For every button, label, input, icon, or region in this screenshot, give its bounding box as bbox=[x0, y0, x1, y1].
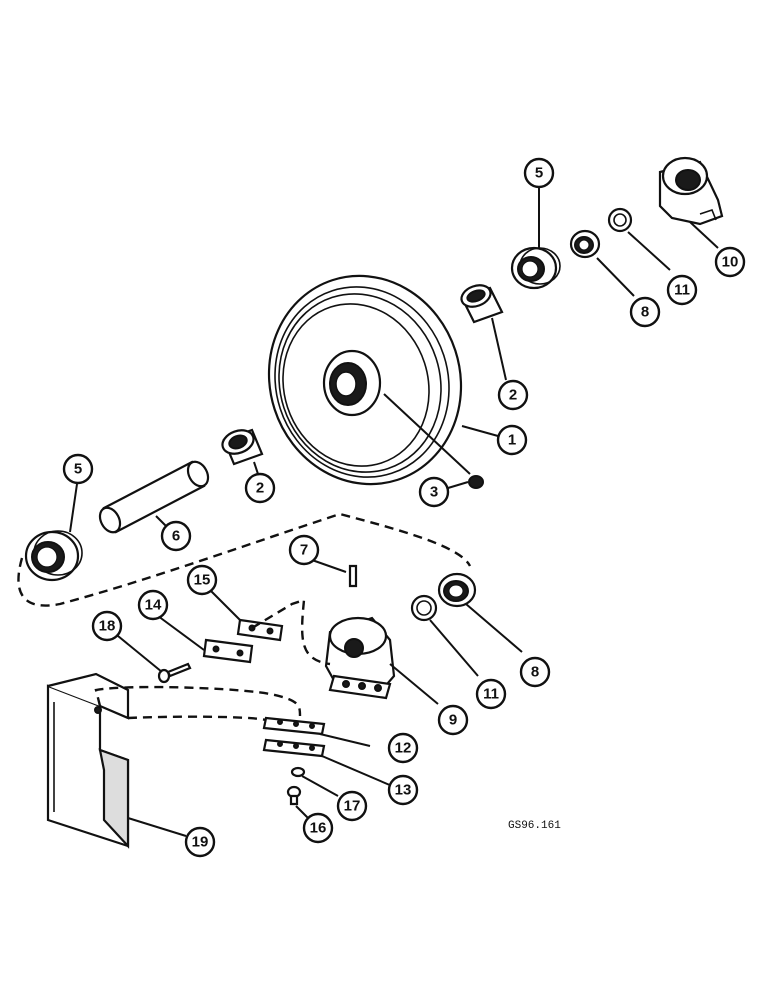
svg-text:10: 10 bbox=[722, 254, 739, 271]
svg-text:12: 12 bbox=[395, 740, 412, 757]
dashed-link-seal bbox=[17, 512, 472, 607]
dashed-link-frame-2 bbox=[127, 715, 267, 722]
shaft bbox=[98, 460, 210, 534]
svg-text:18: 18 bbox=[99, 618, 116, 635]
svg-text:6: 6 bbox=[172, 528, 180, 545]
callout-5-upper: 5 bbox=[523, 157, 555, 189]
callout-7: 7 bbox=[288, 534, 320, 566]
callout-11-upper: 11 bbox=[666, 274, 698, 306]
svg-text:11: 11 bbox=[483, 686, 499, 703]
svg-text:13: 13 bbox=[395, 782, 412, 799]
callout-3: 3 bbox=[418, 476, 450, 508]
callout-8-upper: 8 bbox=[629, 296, 661, 328]
washer-upper bbox=[607, 207, 633, 233]
strip-12 bbox=[262, 716, 326, 736]
callout-11-lower: 11 bbox=[475, 678, 507, 710]
svg-text:11: 11 bbox=[674, 282, 690, 299]
callout-13: 13 bbox=[387, 774, 419, 806]
svg-text:19: 19 bbox=[192, 834, 209, 851]
idler-wheel bbox=[267, 274, 463, 486]
svg-text:8: 8 bbox=[641, 304, 649, 321]
callout-1: 1 bbox=[496, 424, 528, 456]
track-frame bbox=[46, 672, 130, 849]
dashed-link-frame bbox=[94, 685, 302, 717]
spacer-upper bbox=[569, 229, 601, 259]
seal-upper bbox=[510, 246, 561, 290]
svg-text:2: 2 bbox=[509, 387, 517, 404]
callout-14: 14 bbox=[137, 589, 169, 621]
callout-8-lower: 8 bbox=[519, 656, 551, 688]
svg-text:1: 1 bbox=[508, 432, 516, 449]
bushing-lower bbox=[221, 428, 264, 466]
svg-text:17: 17 bbox=[344, 798, 361, 815]
callout-19: 19 bbox=[184, 826, 216, 858]
callout-17: 17 bbox=[336, 790, 368, 822]
washer-lower bbox=[410, 594, 438, 622]
svg-text:3: 3 bbox=[430, 484, 438, 501]
bolt-18 bbox=[157, 662, 192, 684]
dashed-link-plate bbox=[251, 598, 331, 666]
washer-17 bbox=[290, 766, 306, 778]
callout-12: 12 bbox=[387, 732, 419, 764]
svg-text:5: 5 bbox=[535, 165, 543, 182]
callout-2-lower: 2 bbox=[244, 472, 276, 504]
callout-16: 16 bbox=[302, 812, 334, 844]
spacer-lower bbox=[437, 572, 477, 608]
callout-18: 18 bbox=[91, 610, 123, 642]
callout-5-lower: 5 bbox=[62, 453, 94, 485]
svg-text:8: 8 bbox=[531, 664, 539, 681]
callout-10: 10 bbox=[714, 246, 746, 278]
pin bbox=[348, 564, 358, 588]
callout-9: 9 bbox=[437, 704, 469, 736]
svg-text:9: 9 bbox=[449, 712, 457, 729]
seal-lower bbox=[24, 530, 83, 582]
svg-text:5: 5 bbox=[74, 461, 82, 478]
svg-text:2: 2 bbox=[256, 480, 264, 497]
plate-15 bbox=[236, 618, 284, 642]
plug bbox=[468, 475, 484, 489]
callout-6: 6 bbox=[160, 520, 192, 552]
svg-text:7: 7 bbox=[300, 542, 308, 559]
plate-14 bbox=[202, 638, 254, 664]
screw-16 bbox=[286, 785, 302, 806]
svg-text:15: 15 bbox=[194, 572, 211, 589]
bushing-upper bbox=[460, 284, 504, 324]
figure-code: GS96.161 bbox=[508, 820, 561, 832]
bearing-housing-lower bbox=[324, 616, 396, 700]
callout-15: 15 bbox=[186, 564, 218, 596]
bearing-housing-upper bbox=[658, 156, 724, 226]
svg-text:16: 16 bbox=[310, 820, 327, 837]
strip-13 bbox=[262, 738, 326, 758]
svg-text:14: 14 bbox=[145, 597, 162, 614]
callout-2-upper: 2 bbox=[497, 379, 529, 411]
